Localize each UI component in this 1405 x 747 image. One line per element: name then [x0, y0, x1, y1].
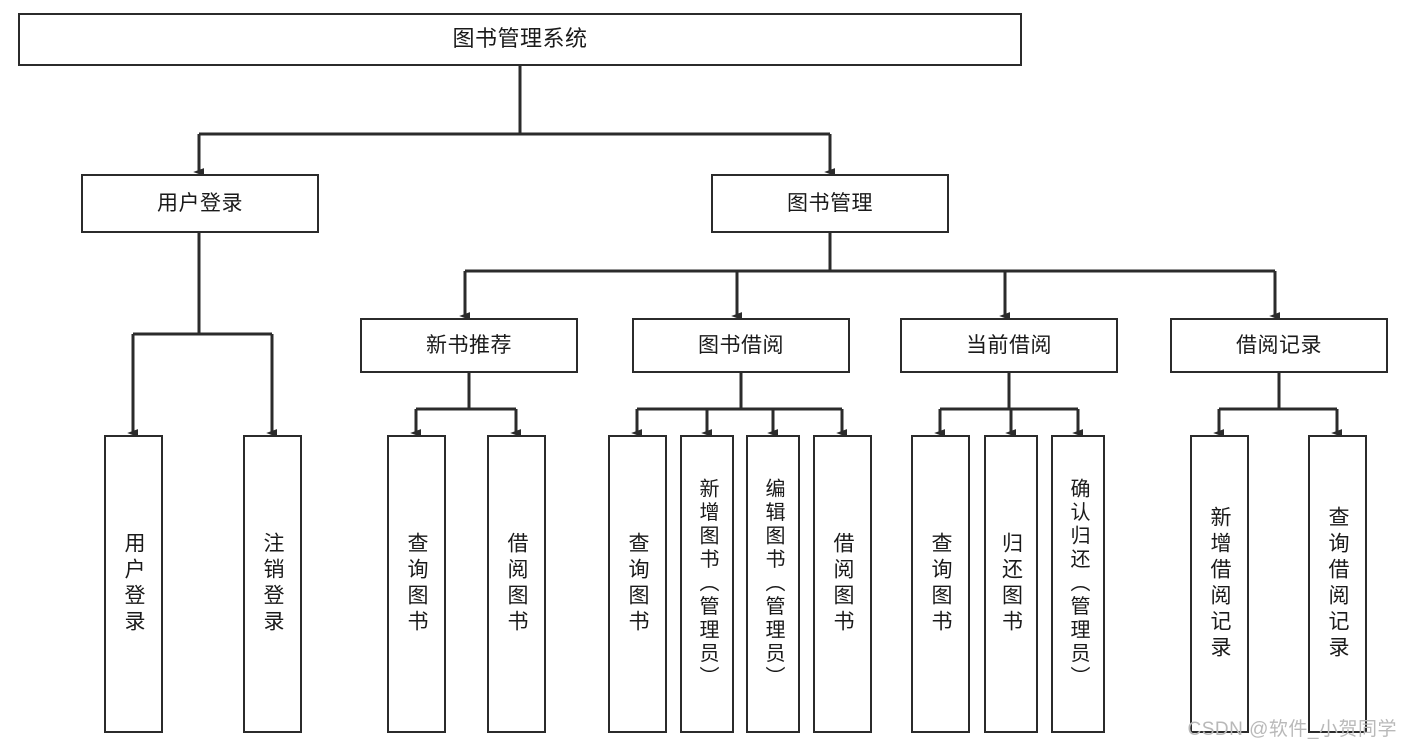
node-leaf-confirm-return-label: 确认归还（管理员）	[1067, 478, 1089, 690]
node-leaf-user-login[interactable]: 用户登录	[104, 435, 163, 733]
node-leaf-query-book-2[interactable]: 查询图书	[608, 435, 667, 733]
node-book-manage[interactable]: 图书管理	[711, 174, 949, 233]
node-root[interactable]: 图书管理系统	[18, 13, 1022, 66]
node-leaf-query-record-label: 查询借阅记录	[1326, 506, 1349, 662]
node-root-label: 图书管理系统	[452, 26, 588, 52]
node-leaf-return-book-label: 归还图书	[999, 532, 1023, 636]
node-leaf-query-book-3[interactable]: 查询图书	[911, 435, 970, 733]
node-leaf-logout-label: 注销登录	[261, 532, 284, 636]
node-leaf-add-book-label: 新增图书（管理员）	[696, 478, 718, 690]
node-leaf-edit-book[interactable]: 编辑图书（管理员）	[746, 435, 800, 733]
node-user-login-label: 用户登录	[157, 191, 243, 215]
node-new-book-recommend[interactable]: 新书推荐	[360, 318, 578, 373]
node-borrow-record-label: 借阅记录	[1236, 333, 1322, 357]
node-leaf-add-record[interactable]: 新增借阅记录	[1190, 435, 1249, 733]
node-book-borrow[interactable]: 图书借阅	[632, 318, 850, 373]
node-book-borrow-label: 图书借阅	[698, 333, 784, 357]
node-leaf-query-book-1[interactable]: 查询图书	[387, 435, 446, 733]
node-user-login[interactable]: 用户登录	[81, 174, 319, 233]
node-leaf-return-book[interactable]: 归还图书	[984, 435, 1038, 733]
node-leaf-logout[interactable]: 注销登录	[243, 435, 302, 733]
node-leaf-query-record[interactable]: 查询借阅记录	[1308, 435, 1367, 733]
watermark: CSDN @软件_小贺同学	[1187, 719, 1397, 740]
node-leaf-edit-book-label: 编辑图书（管理员）	[762, 478, 784, 690]
node-leaf-add-book[interactable]: 新增图书（管理员）	[680, 435, 734, 733]
node-current-borrow-label: 当前借阅	[966, 333, 1052, 357]
node-borrow-record[interactable]: 借阅记录	[1170, 318, 1388, 373]
node-book-manage-label: 图书管理	[787, 191, 873, 215]
node-leaf-query-book-3-label: 查询图书	[929, 532, 952, 636]
node-leaf-confirm-return[interactable]: 确认归还（管理员）	[1051, 435, 1105, 733]
node-current-borrow[interactable]: 当前借阅	[900, 318, 1118, 373]
node-leaf-add-record-label: 新增借阅记录	[1208, 506, 1231, 662]
node-new-book-recommend-label: 新书推荐	[426, 333, 512, 357]
node-leaf-query-book-1-label: 查询图书	[405, 532, 428, 636]
node-leaf-borrow-book-2[interactable]: 借阅图书	[813, 435, 872, 733]
node-leaf-query-book-2-label: 查询图书	[626, 532, 649, 636]
node-leaf-borrow-book-1-label: 借阅图书	[505, 532, 528, 636]
node-leaf-borrow-book-1[interactable]: 借阅图书	[487, 435, 546, 733]
node-leaf-borrow-book-2-label: 借阅图书	[831, 532, 854, 636]
node-leaf-user-login-label: 用户登录	[122, 532, 145, 636]
